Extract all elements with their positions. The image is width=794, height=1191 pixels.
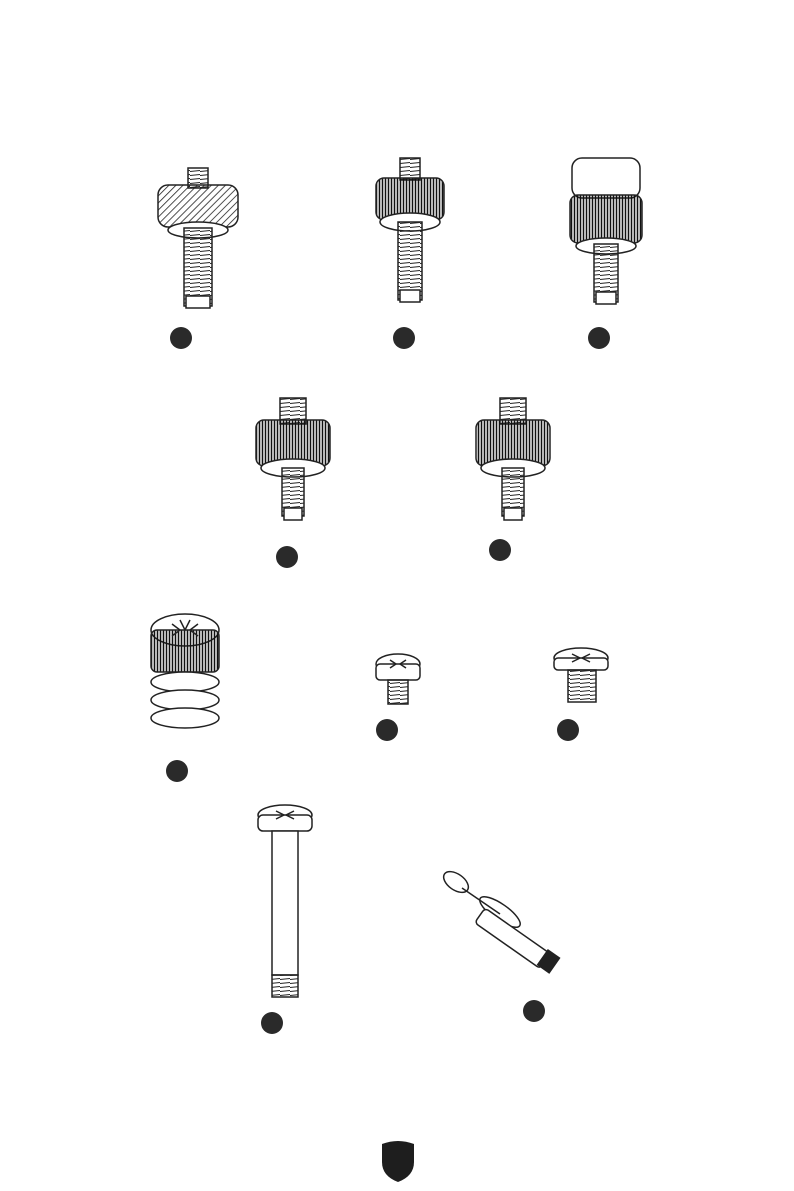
part-marker-10 <box>523 1000 545 1022</box>
small-phillips-screw-icon <box>376 654 420 704</box>
part-marker-7 <box>376 719 398 741</box>
long-shaft-screw-icon <box>258 805 312 997</box>
thermal-paste-syringe-icon <box>440 867 560 972</box>
thumbscrew-knurled-icon <box>158 168 238 308</box>
part-marker-5 <box>489 539 511 561</box>
part-marker-8 <box>557 719 579 741</box>
thumbscrew-ribbed-icon <box>376 158 444 302</box>
part-marker-2 <box>393 327 415 349</box>
part-marker-1 <box>170 327 192 349</box>
shield-logo-icon <box>380 1140 416 1182</box>
standoff-screw-b-icon <box>476 398 550 520</box>
thumbscrew-tall-cap-icon <box>570 158 642 304</box>
part-marker-3 <box>588 327 610 349</box>
standoff-screw-a-icon <box>256 398 330 520</box>
part-marker-9 <box>261 1012 283 1034</box>
rubber-grommet-screw-icon <box>151 614 219 728</box>
part-marker-6 <box>166 760 188 782</box>
part-marker-4 <box>276 546 298 568</box>
flat-phillips-screw-icon <box>554 648 608 702</box>
